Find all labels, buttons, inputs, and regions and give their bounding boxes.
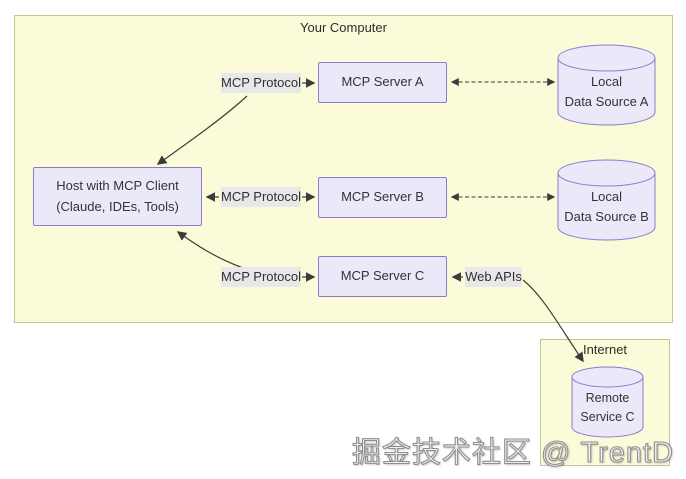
mcp-server-b-label: MCP Server B — [341, 189, 424, 205]
mcp-protocol-label-a: MCP Protocol — [221, 73, 301, 93]
remote-service-c-line1: Remote — [585, 391, 630, 405]
remote-service-c-cylinder — [571, 366, 644, 438]
mcp-server-a-label: MCP Server A — [341, 74, 424, 90]
mcp-protocol-label-c: MCP Protocol — [221, 267, 301, 287]
local-data-source-a-label: Local Data Source A — [558, 72, 655, 112]
host-node: Host with MCP Client (Claude, IDEs, Tool… — [33, 167, 202, 226]
local-data-source-a-line1: Local — [590, 74, 623, 89]
local-data-source-b-cylinder — [557, 159, 656, 241]
web-apis-label: Web APIs — [465, 267, 522, 287]
mcp-server-c-label: MCP Server C — [340, 268, 425, 284]
local-data-source-b-label: Local Data Source B — [558, 187, 655, 227]
host-node-line2: (Claude, IDEs, Tools) — [56, 198, 179, 214]
arrow-protocol-a-to-host — [156, 95, 248, 165]
arrow-web-apis-to-remote-service — [522, 279, 584, 363]
mcp-protocol-label-b: MCP Protocol — [221, 187, 301, 207]
local-data-source-a-line2: Data Source A — [564, 94, 649, 110]
watermark-text: 掘金技术社区 @ TrentD — [351, 436, 674, 469]
local-data-source-b-line2: Data Source B — [564, 209, 649, 225]
mcp-server-a-node: MCP Server A — [318, 62, 447, 103]
arrow-protocol-c-to-host — [176, 231, 244, 269]
host-node-line1: Host with MCP Client — [56, 178, 179, 194]
remote-service-c-line2: Service C — [580, 410, 635, 425]
remote-service-c-label: Remote Service C — [570, 389, 645, 428]
local-data-source-a-cylinder — [557, 44, 656, 126]
internet-label: Internet — [582, 342, 628, 357]
mcp-server-c-node: MCP Server C — [318, 256, 447, 297]
local-data-source-b-line1: Local — [590, 189, 623, 204]
your-computer-label: Your Computer — [300, 20, 387, 35]
mcp-server-b-node: MCP Server B — [318, 177, 447, 218]
